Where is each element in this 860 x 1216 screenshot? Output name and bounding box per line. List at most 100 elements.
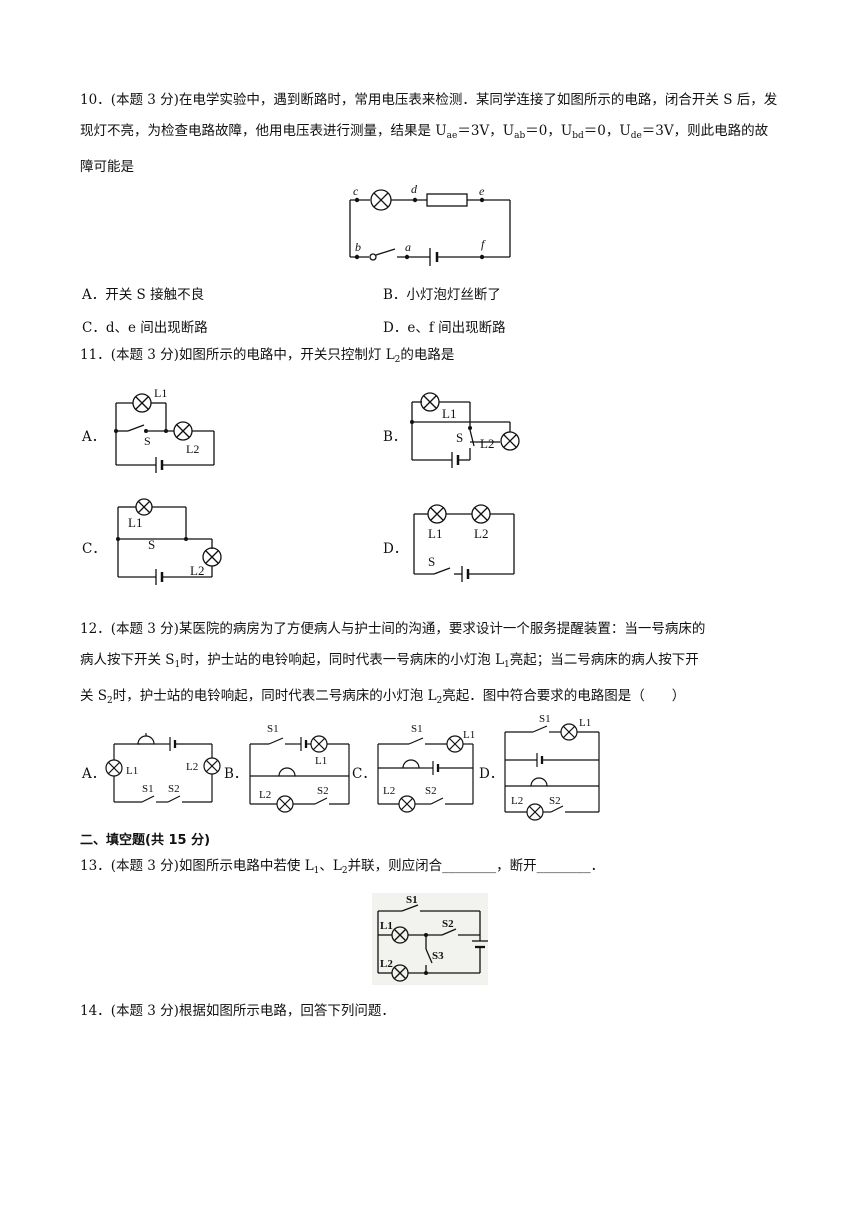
q11c-label-l1: L1 <box>128 515 142 530</box>
q10-option-b-text: 小灯泡灯丝断了 <box>406 287 501 303</box>
q11d-label-s: S <box>428 554 435 569</box>
q11a-label-l2: L2 <box>186 442 199 456</box>
question-13: 13．(本题 3 分)如图所示电路中若使 L1、L2并联，则应闭合_______… <box>80 851 780 887</box>
q12a-label-s1: S1 <box>142 783 154 795</box>
q12-option-d[interactable]: D． <box>479 766 504 782</box>
q12c-label-s1: S1 <box>411 723 423 735</box>
q11-option-a[interactable]: A． <box>82 429 106 445</box>
q10-option-b-letter: B． <box>383 287 407 303</box>
q13-label-s1: S1 <box>406 894 418 906</box>
q10-option-a-text: 开关 S 接触不良 <box>105 287 205 303</box>
q11-circuit-a[interactable]: L1 S L2 <box>106 385 226 475</box>
q12-line-2: 病人按下开关 S1时，护士站的电铃响起，同时代表一号病床的小灯泡 L1亮起；当二… <box>80 645 780 681</box>
q11a-label-s: S <box>144 434 151 448</box>
q12-line-1: 12．(本题 3 分)某医院的病房为了方便病人与护士间的沟通，要求设计一个服务提… <box>80 614 780 645</box>
q12-option-c[interactable]: C． <box>352 766 376 782</box>
q14-text: 根据如图所示电路，回答下列问题． <box>178 1003 395 1019</box>
q10-label-d: d <box>411 182 418 196</box>
q10-text-b: ＝3V，U <box>457 123 515 139</box>
q12-option-b[interactable]: B． <box>224 766 248 782</box>
q10-text-c: ＝0，U <box>525 123 573 139</box>
q10-option-d[interactable]: D．e、f 间出现断路 <box>383 316 506 336</box>
question-11: 11．(本题 3 分)如图所示的电路中，开关只控制灯 L2的电路是 <box>80 340 780 376</box>
q12-circuit-b[interactable]: S1 L1 L2 S2 <box>245 718 355 813</box>
q12-line2a: 病人按下开关 S <box>80 652 175 668</box>
q11b-label-l1: L1 <box>442 406 456 421</box>
q10-option-b[interactable]: B．小灯泡灯丝断了 <box>383 283 501 303</box>
q11d-label-l2: L2 <box>474 526 488 541</box>
q11-option-d[interactable]: D． <box>383 541 408 557</box>
q12-line3a: 关 S <box>80 688 108 704</box>
q11c-label-s: S <box>148 537 155 552</box>
q12-line3-sub-b: 2 <box>436 696 443 706</box>
q13-text-a: 如图所示电路中若使 L <box>178 858 314 874</box>
q12d-label-l1: L1 <box>579 717 591 729</box>
q12d-label-l2: L2 <box>511 795 523 807</box>
q13-label-s2: S2 <box>442 918 454 930</box>
q12-line2-sub-a: 1 <box>174 660 181 670</box>
q12-circuit-c[interactable]: S1 L1 L2 S2 <box>373 718 481 813</box>
q12-circuit-a[interactable]: L1 L2 S1 S2 <box>104 728 222 808</box>
q10-option-c-text: d、e 间出现断路 <box>105 320 208 336</box>
q10-option-d-text: e、f 间出现断路 <box>407 320 506 336</box>
q10-text-d: ＝0，U <box>583 123 631 139</box>
question-10: 10．(本题 3 分)在电学实验中，遇到断路时，常用电压表来检测．某同学连接了如… <box>80 85 780 183</box>
q12-tag: (本题 3 分) <box>110 621 179 637</box>
q13-label-s3: S3 <box>432 950 444 962</box>
q13-text-c: 并联，则应闭合________，断开________． <box>347 858 605 874</box>
q10-option-c[interactable]: C．d、e 间出现断路 <box>82 316 208 336</box>
q11c-label-l2: L2 <box>190 563 204 578</box>
q10-option-a[interactable]: A．开关 S 接触不良 <box>82 283 204 303</box>
q12-line3-sub-a: 2 <box>107 696 113 706</box>
q13-tag: (本题 3 分) <box>110 858 179 874</box>
q12d-label-s1: S1 <box>539 713 551 725</box>
q10-sub-ab: ab <box>514 131 526 141</box>
q10-label-a: a <box>405 240 411 254</box>
q12c-label-l2: L2 <box>383 785 395 797</box>
q10-circuit-diagram: c d e b a f <box>349 182 511 266</box>
q11-circuit-d[interactable]: L1 L2 S <box>412 500 522 582</box>
q10-tag: (本题 3 分) <box>110 92 179 108</box>
q10-option-c-letter: C． <box>82 320 106 336</box>
q13-text-b: 、L <box>319 858 342 874</box>
q10-label-c: c <box>353 184 359 198</box>
q11b-label-s: S <box>456 430 463 445</box>
question-14: 14．(本题 3 分)根据如图所示电路，回答下列问题． <box>80 996 780 1027</box>
q11-option-c[interactable]: C． <box>82 541 106 557</box>
q12a-label-l1: L1 <box>126 765 138 777</box>
q11d-label-l1: L1 <box>428 526 442 541</box>
q12-line3c: 亮起．图中符合要求的电路图是（ ） <box>442 688 686 704</box>
q10-label-f: f <box>481 237 486 251</box>
q12-option-a[interactable]: A． <box>82 766 106 782</box>
q12b-label-l2: L2 <box>259 789 271 801</box>
q12b-label-l1: L1 <box>315 755 327 767</box>
q12b-label-s1: S1 <box>267 723 279 735</box>
q11-text-b: 的电路是 <box>400 347 455 363</box>
section-2-title: 二、填空题(共 15 分) <box>80 833 211 848</box>
q10-label-e: e <box>479 184 485 198</box>
q10-sub-ae: ae <box>446 131 458 141</box>
q11-text-a: 如图所示的电路中，开关只控制灯 L <box>178 347 395 363</box>
q11b-label-l2: L2 <box>480 436 494 451</box>
q13-label-l2: L2 <box>380 958 393 970</box>
q13-circuit-diagram: S1 S2 S3 L1 L2 <box>372 893 488 985</box>
q12-line2b: 时，护士站的电铃响起，同时代表一号病床的小灯泡 L <box>180 652 505 668</box>
q12c-label-l1: L1 <box>463 729 475 741</box>
q11-circuit-c[interactable]: L1 S L2 <box>112 495 232 585</box>
q12-circuit-d[interactable]: S1 L1 L2 S2 <box>503 712 605 821</box>
q13-label-l1: L1 <box>380 920 393 932</box>
q12-line-3: 关 S2时，护士站的电铃响起，同时代表二号病床的小灯泡 L2亮起．图中符合要求的… <box>80 681 780 717</box>
q14-number: 14． <box>80 1003 111 1019</box>
q12b-label-s2: S2 <box>317 785 329 797</box>
q11-tag: (本题 3 分) <box>110 347 179 363</box>
q12-line2-sub-b: 1 <box>504 660 510 670</box>
q10-number: 10． <box>80 92 111 108</box>
q11-circuit-b[interactable]: L1 S L2 <box>410 390 530 470</box>
q12a-label-s2: S2 <box>168 783 180 795</box>
q12d-label-s2: S2 <box>549 795 561 807</box>
q11-option-b[interactable]: B． <box>383 429 407 445</box>
question-12: 12．(本题 3 分)某医院的病房为了方便病人与护士间的沟通，要求设计一个服务提… <box>80 614 780 717</box>
q12c-label-s2: S2 <box>425 785 437 797</box>
q12-line3b: 时，护士站的电铃响起，同时代表二号病床的小灯泡 L <box>112 688 437 704</box>
q12-line1-text: 某医院的病房为了方便病人与护士间的沟通，要求设计一个服务提醒装置：当一号病床的 <box>178 621 706 637</box>
